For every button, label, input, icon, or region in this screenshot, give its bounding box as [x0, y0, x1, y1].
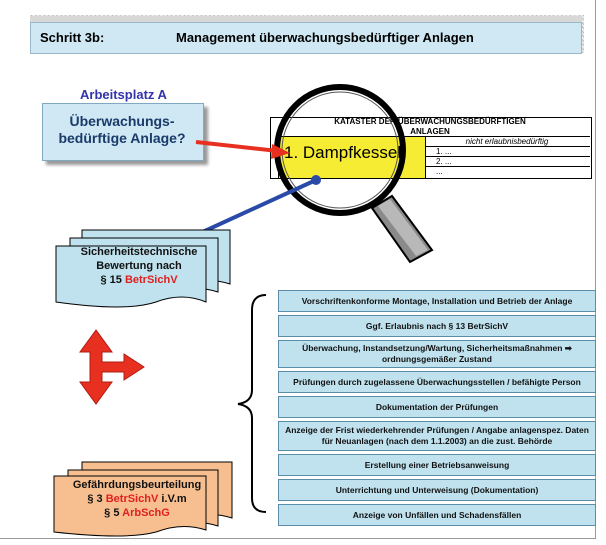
risk-label: Gefährdungsbeurteilung § 3 BetrSichV i.V…	[58, 478, 216, 520]
risk-line-2: § 3 BetrSichV i.V.m	[58, 492, 216, 506]
workplace-label: Arbeitsplatz A	[80, 87, 167, 102]
page-title: Management überwachungsbedürftiger Anlag…	[176, 30, 474, 45]
risk-line-1: Gefährdungsbeurteilung	[72, 479, 202, 491]
question-line-1: Überwachungs-	[69, 113, 175, 129]
step-label: Schritt 3b:	[40, 30, 105, 45]
kataster-row: 1. ...	[424, 146, 590, 157]
kataster-row: ...	[424, 166, 590, 177]
magnifier-handle	[370, 194, 434, 264]
kataster-row: 2. ...	[424, 156, 590, 167]
risk-document-stack	[53, 461, 233, 537]
assessment-line-3: § 15 BetrSichV	[60, 273, 218, 287]
assessment-law: BetrSichV	[124, 274, 178, 286]
assessment-document-stack	[55, 229, 231, 308]
measure-box: Anzeige der Frist wiederkehrender Prüfun…	[278, 421, 596, 451]
magnifier-lens	[274, 84, 406, 216]
measure-box: Vorschriftenkonforme Montage, Installati…	[278, 290, 596, 312]
question-box	[42, 103, 204, 161]
measure-box: Erstellung einer Betriebsanweisung	[278, 454, 596, 476]
assessment-paragraph: § 15	[100, 274, 122, 286]
risk-law-2: ArbSchG	[122, 507, 170, 519]
curly-brace	[237, 294, 267, 513]
kataster-title: KATASTER DER ÜBERWACHUNGSBEDÜRFTIGEN ANL…	[270, 117, 590, 137]
red-arrow	[195, 140, 290, 159]
measure-box: Unterrichtung und Unterweisung (Dokument…	[278, 479, 596, 501]
measure-box: Prüfungen durch zugelassene Überwachungs…	[278, 371, 596, 393]
header-bar	[30, 22, 582, 54]
question-text: Überwachungs- bedürftige Anlage?	[42, 113, 202, 147]
assessment-line-2: Bewertung nach	[96, 260, 182, 272]
measure-box: Dokumentation der Prüfungen	[278, 396, 596, 418]
page-frame	[0, 0, 596, 539]
bidirectional-arrow	[79, 329, 145, 405]
assessment-label: Sicherheitstechnische Bewertung nach § 1…	[60, 245, 218, 287]
assessment-line-1: Sicherheitstechnische	[80, 246, 198, 258]
kataster-col-header: nicht erlaubnisbedürftig	[424, 136, 590, 148]
measure-box: Ggf. Erlaubnis nach § 13 BetrSichV	[278, 315, 596, 337]
kataster-highlight-text: 1. Dampfkessel	[284, 143, 402, 162]
risk-line-3: § 5 ArbSchG	[58, 506, 216, 520]
measure-box: Anzeige von Unfällen und Schadensfällen	[278, 504, 596, 526]
kataster-title-line-1: KATASTER DER ÜBERWACHUNGSBEDÜRFTIGEN	[334, 117, 526, 126]
risk-law-1: BetrSichV	[105, 493, 159, 505]
question-line-2: bedürftige Anlage?	[58, 130, 186, 146]
risk-connector: i.V.m	[161, 493, 187, 505]
kataster-title-line-2: ANLAGEN	[410, 127, 450, 136]
header-shadow	[30, 15, 584, 23]
risk-paragraph-2: § 5	[104, 507, 120, 519]
measure-box: Überwachung, Instandsetzung/Wartung, Sic…	[278, 340, 596, 368]
risk-paragraph-1: § 3	[87, 493, 103, 505]
